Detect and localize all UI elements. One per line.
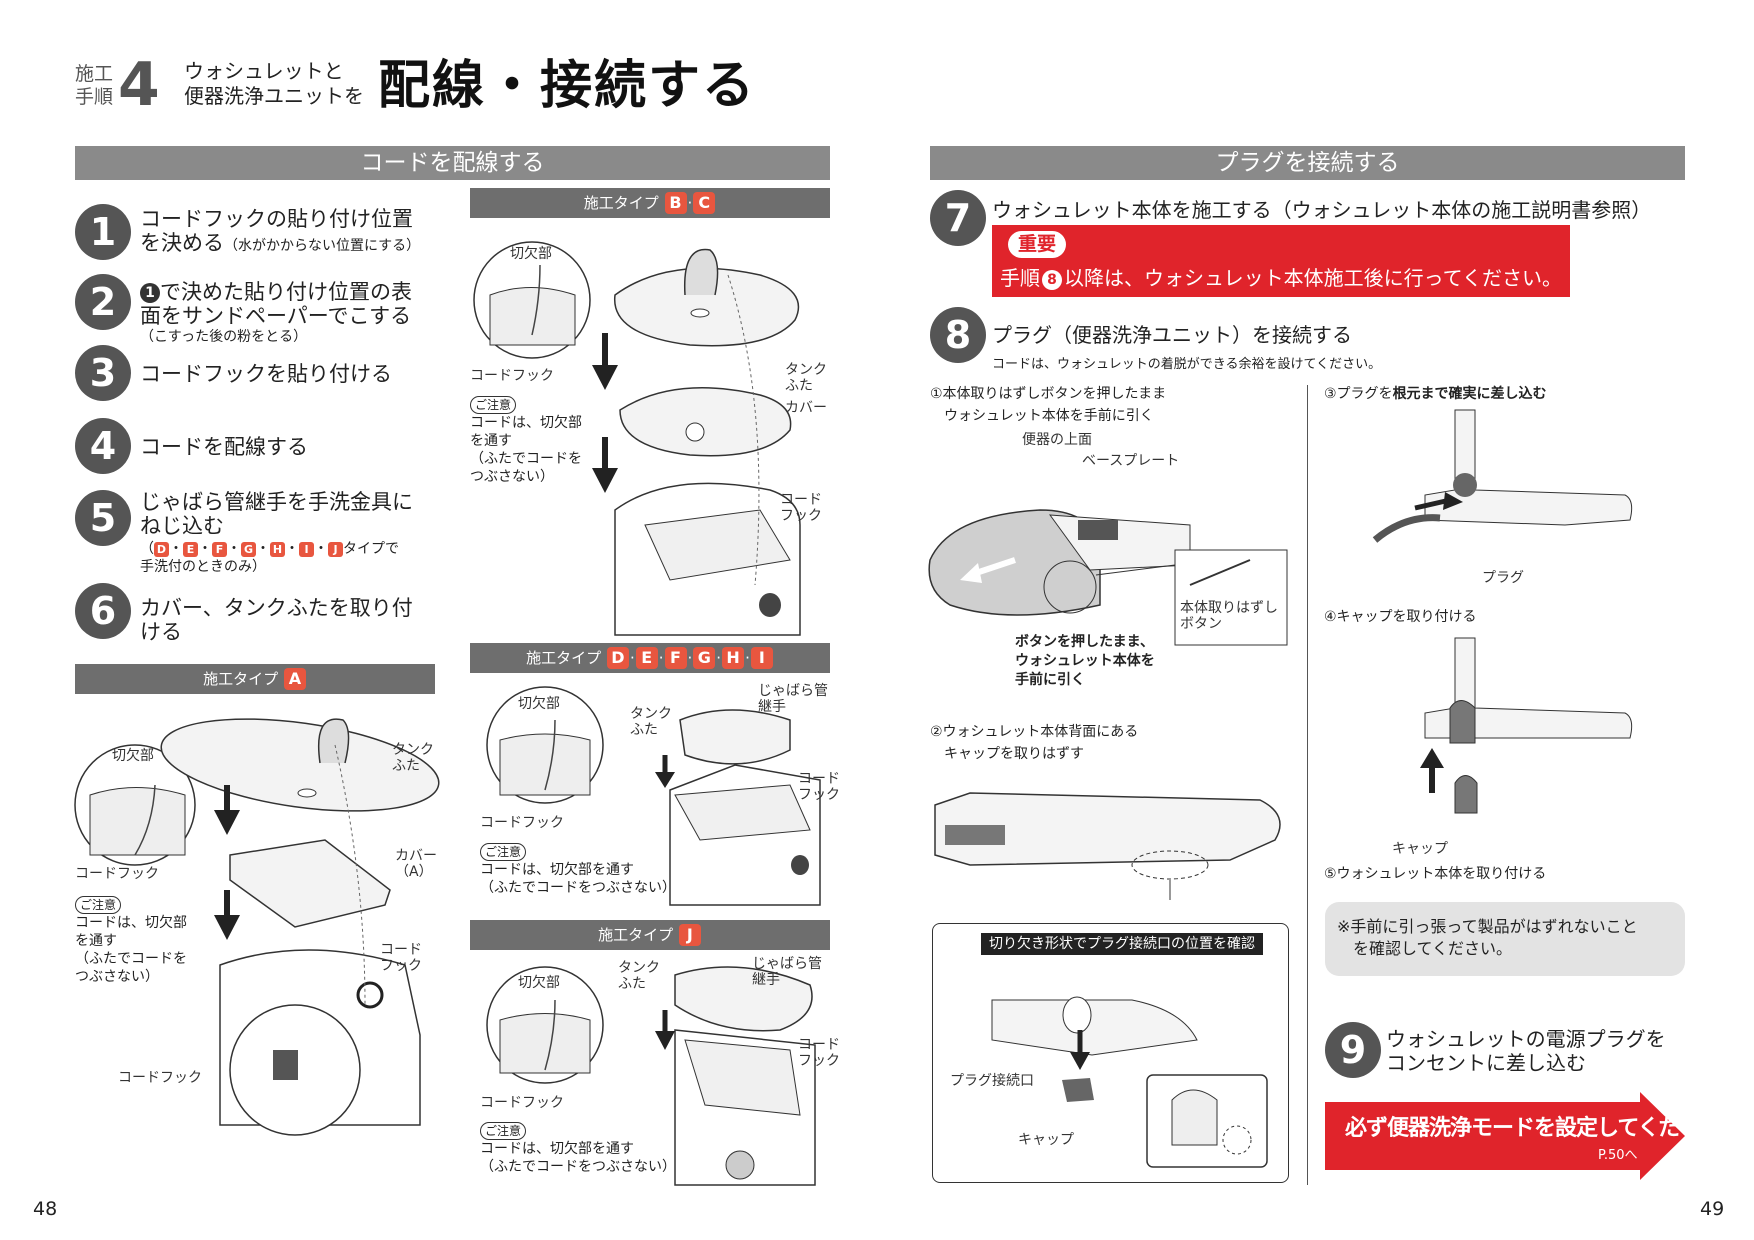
section-title-cord: コードを配線する [75,146,830,180]
label-cord-a: コードフック [380,942,422,974]
step-7-number: 7 [930,190,986,246]
step-7-text: ウォシュレット本体を施工する（ウォシュレット本体の施工説明書参照） [992,198,1652,222]
procedure-label: 施工 手順 [75,63,114,108]
figure-cap-attach [1420,637,1633,814]
step-3-text: コードフックを貼り付ける [140,362,392,386]
label-plug-port: プラグ接続口 [950,1073,1034,1089]
step-1-text: コードフックの貼り付け位置 を決める（水がかからない位置にする） [140,207,421,255]
label-jabara-di: じゃばら管継手 [758,683,828,715]
check-label: 切り欠き形状でプラグ接続口の位置を確認 [981,933,1263,955]
substep-1: ①本体取りはずしボタンを押したまま ウォシュレット本体を手前に引く [930,386,1167,424]
step-9-text: ウォシュレットの電源プラグを コンセントに差し込む [1386,1027,1666,1075]
page-number-right: 49 [1700,1198,1725,1220]
mode-banner-arrow [1325,1092,1685,1180]
figure-type-a [74,718,440,1136]
substep-3: ③プラグを根元まで確実に差し込む [1324,386,1547,402]
figure-remove-washlet [928,509,1288,646]
caution-bc: ご注意 コードは、切欠部 を通す （ふたでコードを つぶさない） [470,396,582,485]
label-tank-lid-a: タンクふた [392,742,434,774]
important-badge: 重要 [1008,231,1066,258]
push-note: ボタンを押したまま、 ウォシュレット本体を 手前に引く [1015,634,1155,688]
figure-type-bc [473,241,801,636]
label-kirikake-bc: 切欠部 [510,246,552,262]
step-8-subtext: コードは、ウォシュレットの着脱ができる余裕を設けてください。 [992,357,1382,372]
check-box [932,923,1289,1183]
label-cordhook-a: コードフック [75,866,159,882]
step-5-number: 5 [75,490,131,546]
label-cordhook-bc: コードフック [470,368,554,384]
figure-plug-insert [1372,409,1633,543]
label-kirikake-di: 切欠部 [518,696,560,712]
label-tank-lid-j: タンクふた [618,960,660,992]
column-divider [1307,385,1308,1185]
step-8-number: 8 [930,307,986,363]
label-cap-2: キャップ [1392,841,1448,857]
step-ref-marker: 1 [140,283,160,303]
label-cover-bc: カバー [785,400,827,416]
page-number-left: 48 [33,1198,58,1220]
step-6-text: カバー、タンクふたを取り付 ける [140,596,413,644]
caution-di: ご注意 コードは、切欠部を通す （ふたでコードをつぶさない） [480,843,676,896]
figure-type-j [486,966,816,1186]
substep-4: ④キャップを取り付ける [1324,609,1477,625]
substep-2: ②ウォシュレット本体背面にある キャップを取りはずす [930,724,1139,762]
step-3-number: 3 [75,345,131,401]
step-6-number: 6 [75,583,131,639]
section-title-plug: プラグを接続する [930,146,1685,180]
label-cordhook-di: コードフック [480,815,564,831]
step-4-number: 4 [75,418,131,474]
mode-banner-text: 必ず便器洗浄モードを設定してください [1345,1116,1723,1141]
mode-banner-page-ref: P.50へ [1598,1148,1638,1163]
label-cordhook-j: コードフック [480,1095,564,1111]
header-subtitle: ウォシュレットと 便器洗浄ユニットを [184,59,364,108]
type-di-header: 施工タイプ D·E·F·G·H·I [470,643,830,673]
step-9-number: 9 [1325,1022,1381,1078]
label-tank-lid-bc: タンクふた [785,362,827,394]
step-4-text: コードを配線する [140,435,308,459]
label-jabara-j: じゃばら管継手 [752,956,822,988]
procedure-number: 4 [118,50,160,120]
type-j-header: 施工タイプ J [470,920,830,950]
type-bc-header: 施工タイプ B·C [470,188,830,218]
figure-washlet-back [934,792,1281,900]
label-kirikake-a: 切欠部 [112,748,154,764]
label-cord-bc: コードフック [780,492,822,524]
step-2-number: 2 [75,274,131,330]
label-kirikake-j: 切欠部 [518,975,560,991]
label-plug: プラグ [1482,570,1524,586]
label-cord-di: コードフック [798,771,840,803]
figure-type-di [486,686,821,906]
step-8-text: プラグ（便器洗浄ユニット）を接続する [992,323,1352,347]
figure-plug-port [991,996,1268,1168]
label-toilet-top: 便器の上面 [1022,432,1092,448]
caution-box: ※手前に引っ張って製品がはずれないこと を確認してください。 [1325,902,1685,976]
label-cordhook-a2: コードフック [118,1070,202,1086]
label-cap: キャップ [1018,1132,1074,1148]
label-release-button: 本体取りはずしボタン [1180,600,1278,632]
substep-5: ⑤ウォシュレット本体を取り付ける [1324,866,1547,882]
label-cover-a: カバー（A） [395,848,437,880]
label-base-plate: ベースプレート [1082,453,1180,469]
label-tank-lid-di: タンクふた [630,706,672,738]
step-1-number: 1 [75,204,131,260]
label-cord-j: コードフック [798,1037,840,1069]
page-title: 配線・接続する [378,56,757,116]
type-a-header: 施工タイプ A [75,664,435,694]
caution-a: ご注意 コードは、切欠部 を通す （ふたでコードを つぶさない） [75,896,187,985]
caution-j: ご注意 コードは、切欠部を通す （ふたでコードをつぶさない） [480,1122,676,1175]
